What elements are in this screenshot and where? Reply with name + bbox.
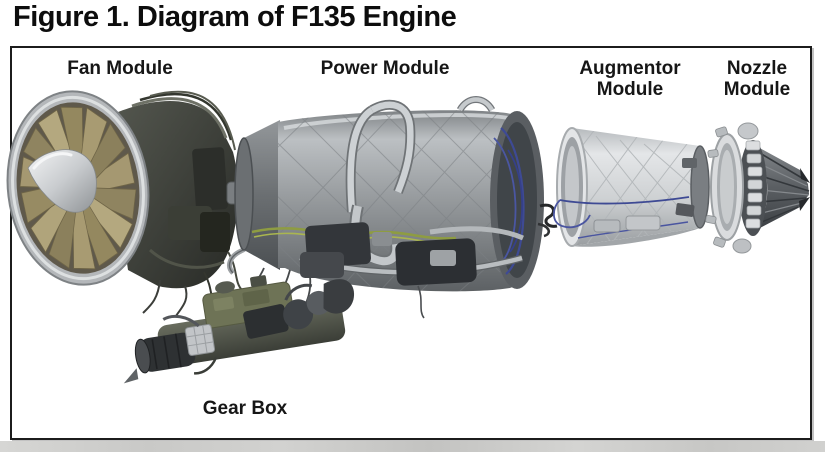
gearbox-image — [123, 275, 355, 384]
power-module-image — [226, 96, 558, 323]
diagram-frame — [10, 46, 812, 440]
gearbox-label: Gear Box — [202, 398, 288, 419]
fan-module-image — [6, 90, 254, 317]
nozzle-module-label: Nozzle Module — [723, 58, 791, 101]
fan-module-label: Fan Module — [67, 58, 173, 79]
augmentor-module-image — [552, 127, 710, 247]
bottom-strip — [0, 441, 825, 452]
augmentor-module-label: Augmentor Module — [579, 58, 681, 101]
figure-title: Figure 1. Diagram of F135 Engine — [13, 1, 457, 33]
nozzle-module-image — [705, 122, 810, 254]
power-module-label: Power Module — [320, 58, 450, 79]
